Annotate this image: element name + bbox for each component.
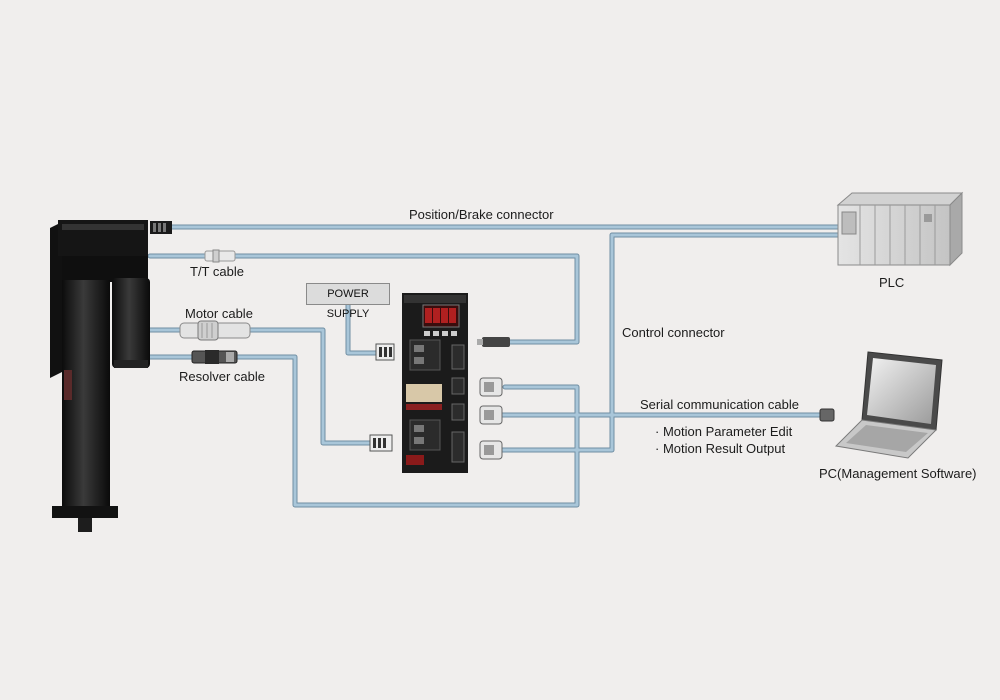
motion-parameter-edit-label: · Motion Parameter Edit	[655, 424, 793, 439]
control-cable	[498, 233, 842, 452]
plc-label: PLC	[879, 275, 905, 290]
plc-icon	[836, 191, 964, 267]
cables	[147, 224, 843, 508]
resolver-cable	[148, 355, 579, 507]
motor-cable-label: Motor cable	[185, 306, 253, 321]
position-brake-connector-icon	[150, 221, 172, 234]
power-supply-box: POWER SUPPLY	[306, 283, 390, 320]
resolver-cable-label: Resolver cable	[179, 369, 265, 384]
motor-connector-icon	[369, 434, 393, 452]
tt-connector-icon	[204, 249, 236, 263]
motor-cable-outline	[147, 327, 375, 446]
linear-actuator-icon	[50, 220, 150, 532]
control-connector-label: Control connector	[622, 325, 725, 340]
control-dsub-plug-icon	[479, 440, 503, 460]
resolver-dsub-plug-icon	[479, 377, 503, 397]
motor-cable-connector-icon	[179, 320, 251, 341]
motor-cable	[148, 328, 374, 445]
power-connector-icon	[375, 343, 395, 361]
tt-cable	[148, 254, 579, 344]
position-brake-connector-label: Position/Brake connector	[409, 207, 554, 222]
servo-driver-icon	[402, 293, 468, 473]
connectors	[150, 221, 835, 460]
pc-serial-plug-icon	[819, 408, 835, 422]
serial-communication-cable-label: Serial communication cable	[640, 397, 799, 412]
tt-plug-icon	[477, 337, 510, 347]
power-supply-cable	[346, 301, 380, 355]
tt-cable-label: T/T cable	[190, 264, 244, 279]
pc-label: PC(Management Software)	[819, 466, 977, 481]
motion-result-output-label: · Motion Result Output	[655, 441, 786, 456]
serial-dsub-plug-icon	[479, 405, 503, 425]
laptop-icon	[834, 351, 943, 459]
resolver-cable-connector-icon	[191, 350, 238, 364]
